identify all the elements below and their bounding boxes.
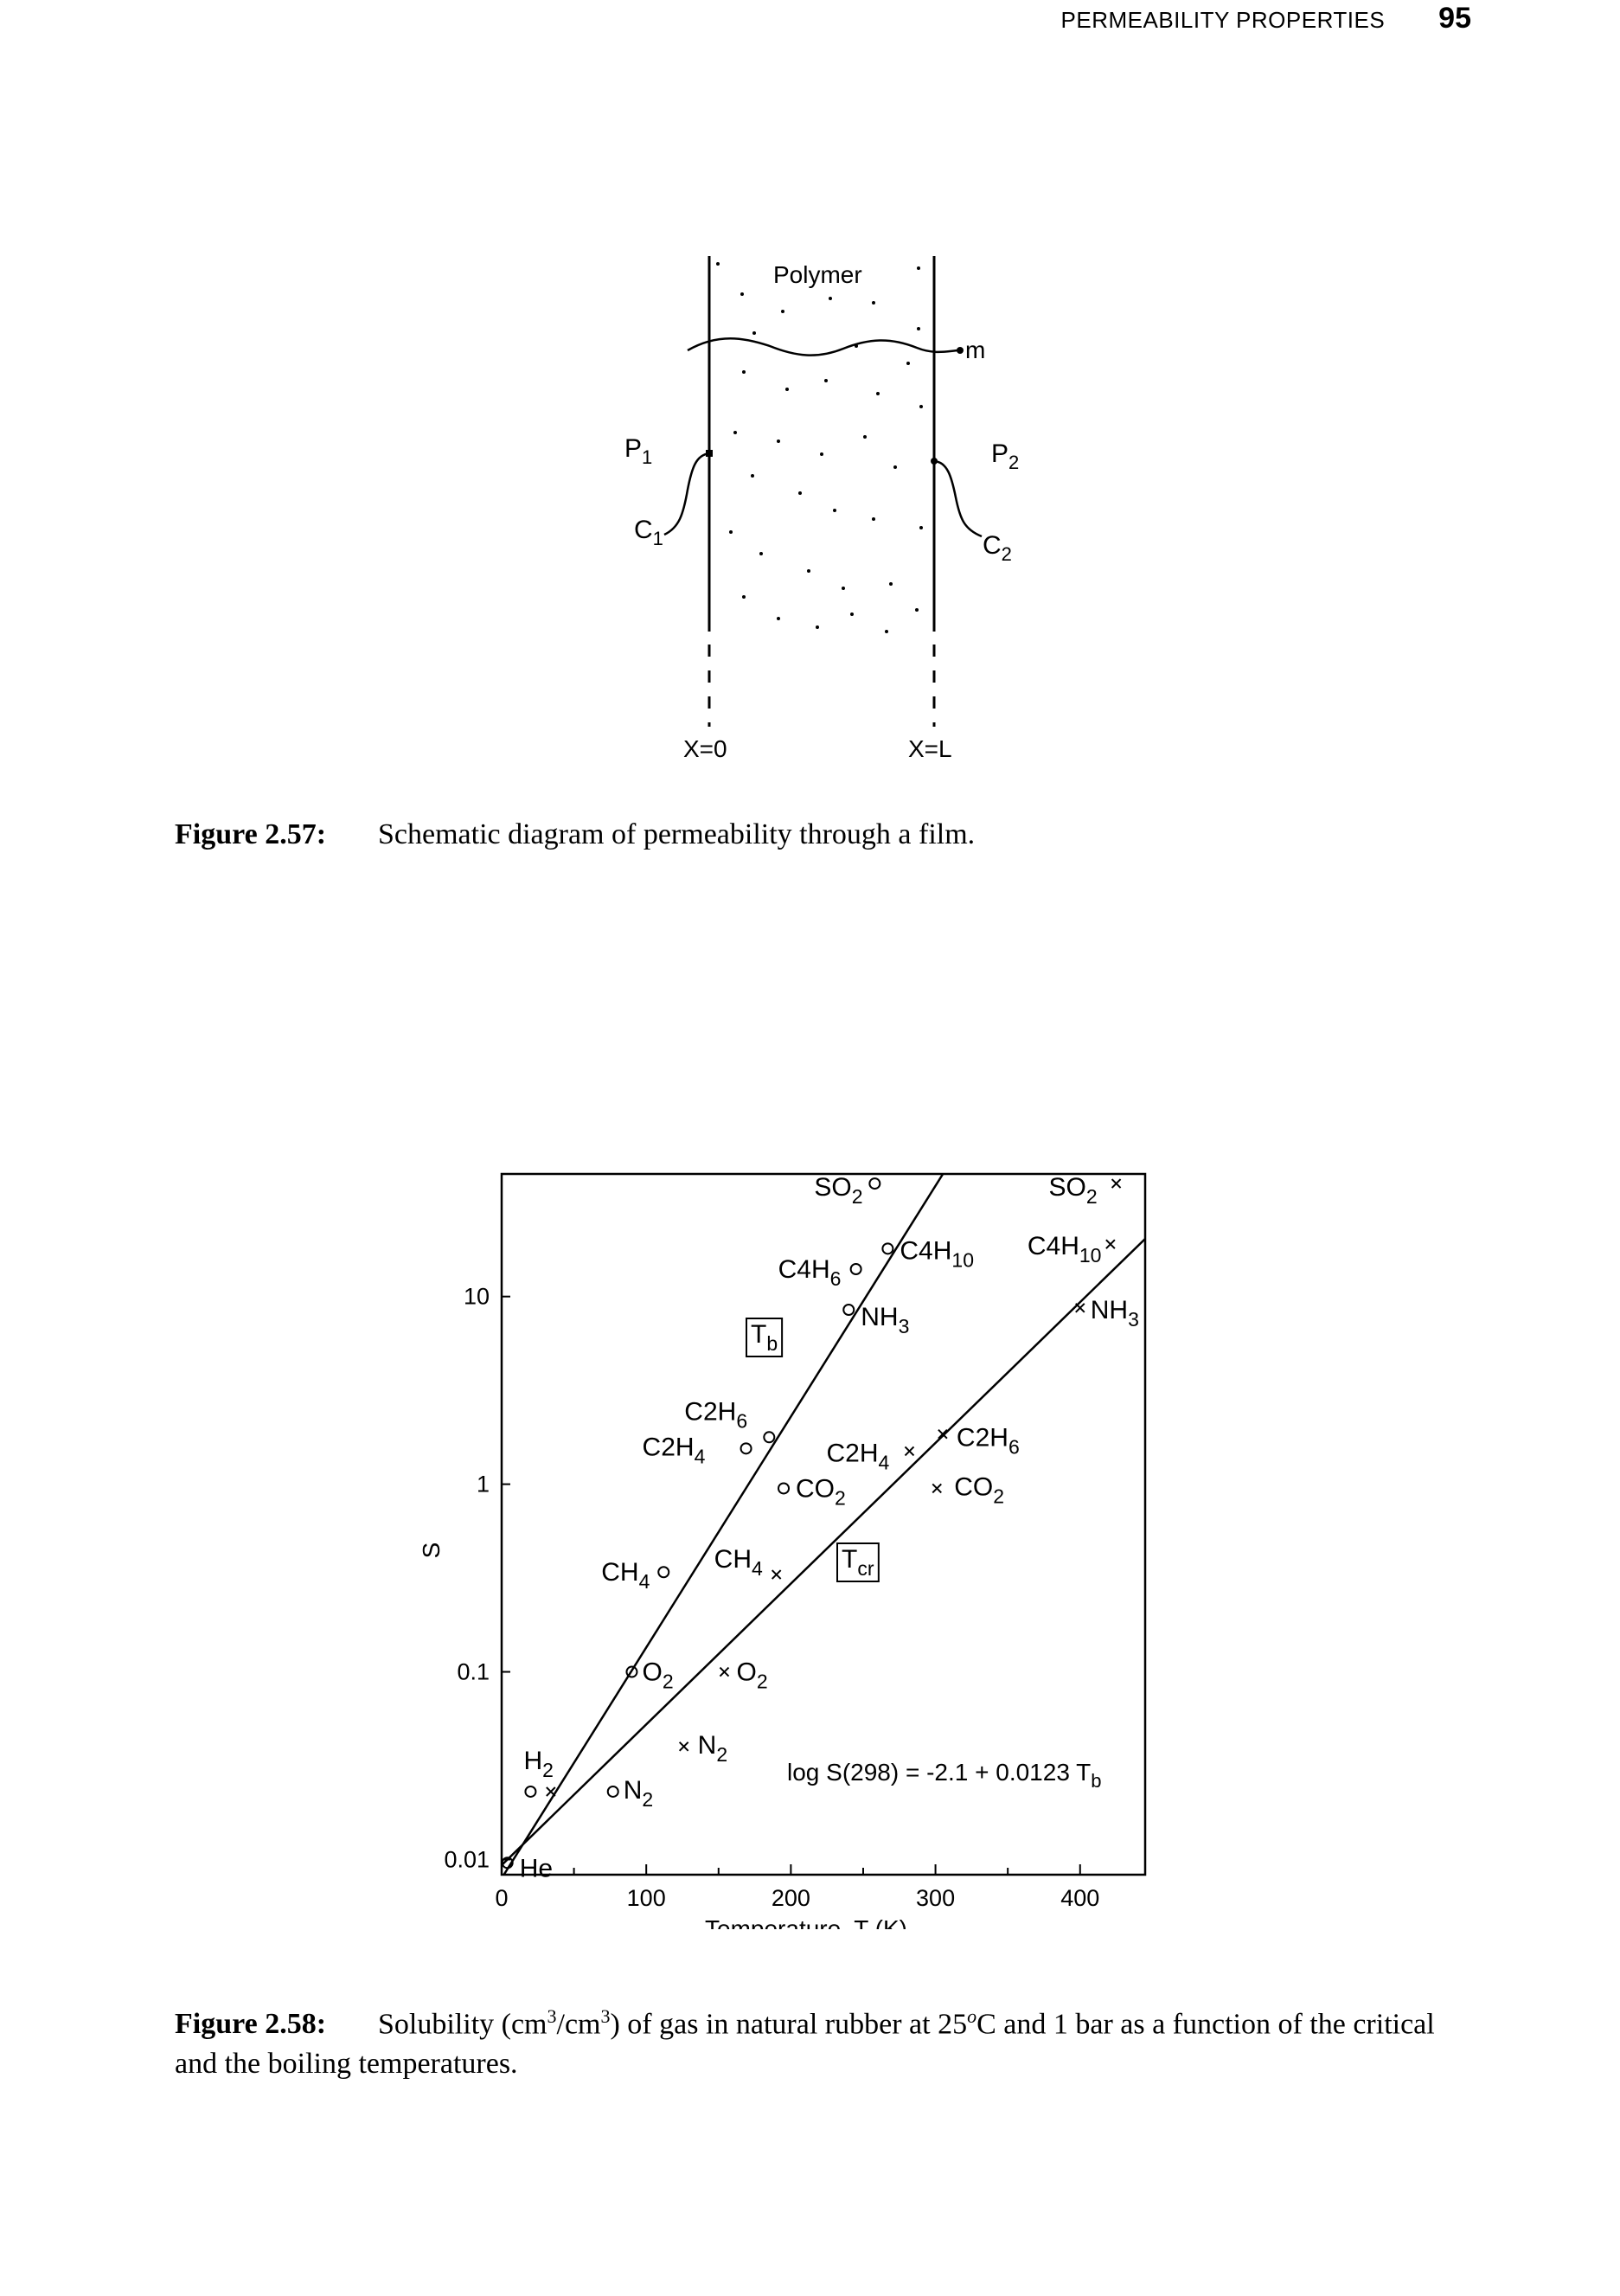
figure-2-58-caption-text-3: ) of gas in natural rubber at 25	[610, 2008, 968, 2041]
membrane-point-m	[957, 347, 964, 354]
line-label-tcr-box	[836, 1542, 880, 1582]
point-circle-co2	[778, 1482, 791, 1495]
point-cross-ch4	[771, 1569, 782, 1580]
point-label-ch4: CH4	[601, 1558, 650, 1593]
fit-line-tcr	[502, 1238, 1145, 1866]
point-cross-n2	[678, 1741, 689, 1752]
figure-2-57-diagram: m Polymer P1 P2 C1 C2 X=0 X=L	[624, 256, 1019, 762]
figure-2-58-caption-text-2: /cm	[556, 2008, 601, 2041]
x-tick-label: 300	[916, 1885, 955, 1911]
y-tick-label: 0.1	[457, 1659, 490, 1685]
point-p1	[706, 450, 713, 457]
x-tick-label: 200	[772, 1885, 810, 1911]
figure-2-58-caption-text-1: Solubility (cm	[378, 2008, 547, 2041]
point-cross-nh3	[1075, 1303, 1085, 1313]
figure-2-58-caption: Figure 2.58:Solubility (cm3/cm3) of gas …	[175, 1997, 1472, 2084]
point-label-o2: O2	[642, 1658, 673, 1693]
point-label-cross-ch4: CH4	[714, 1545, 763, 1580]
label-p2: P2	[991, 439, 1019, 473]
point-circle-c2h4	[740, 1442, 752, 1455]
point-cross-h2	[546, 1786, 556, 1797]
point-label-c2h6: C2H6	[684, 1397, 747, 1432]
label-xl: X=L	[908, 735, 952, 762]
point-cross-co2	[932, 1483, 942, 1494]
figure-2-57-caption-label: Figure 2.57:	[175, 818, 327, 850]
y-tick-label: 0.01	[444, 1846, 490, 1872]
label-x0: X=0	[683, 735, 727, 762]
point-p2	[931, 458, 938, 465]
running-head: PERMEABILITY PROPERTIES 95	[1061, 2, 1471, 36]
line-label-tb: Tb	[751, 1320, 778, 1355]
membrane-wavy-line	[687, 337, 959, 356]
point-label-he: He	[520, 1854, 553, 1882]
point-label-cross-c4h10: C4H10	[1028, 1232, 1102, 1267]
x-axis-label: Temperature, T (K)	[705, 1915, 907, 1929]
point-label-cross-nh3: NH3	[1091, 1296, 1139, 1331]
figure-2-57-caption: Figure 2.57: Schematic diagram of permeab…	[175, 815, 975, 855]
point-circle-n2	[606, 1785, 619, 1798]
point-cross-so2	[1111, 1178, 1122, 1189]
x-tick-label: 100	[627, 1885, 666, 1911]
point-cross-c2h6	[938, 1428, 948, 1440]
point-label-c2h4: C2H4	[643, 1433, 706, 1467]
point-cross-c4h10	[1105, 1239, 1116, 1249]
point-label-cross-so2: SO2	[1049, 1173, 1098, 1208]
point-label-cross-co2: CO2	[954, 1472, 1004, 1507]
label-p1: P1	[624, 434, 652, 468]
point-circle-he	[501, 1857, 514, 1870]
point-cross-o2	[719, 1666, 730, 1677]
fit-equation-annotation: log S(298) = -2.1 + 0.0123 Tb	[787, 1759, 1102, 1792]
label-polymer: Polymer	[773, 261, 862, 288]
point-label-cross-c2h6: C2H6	[957, 1424, 1020, 1459]
label-c1: C1	[634, 516, 663, 549]
figure-2-57-caption-text: Schematic diagram of permeability throug…	[378, 818, 976, 850]
curve-c2	[933, 459, 983, 538]
curve-c1	[663, 452, 710, 536]
point-label-co2: CO2	[796, 1474, 846, 1509]
line-label-tcr: Tcr	[842, 1545, 874, 1580]
y-axis-label: S	[418, 1542, 445, 1559]
figure-2-58-caption-text-4: C and 1 bar as a function of the critica…	[175, 2008, 1435, 2081]
point-circle-c2h6	[763, 1431, 776, 1444]
point-label-c4h6: C4H6	[778, 1255, 842, 1290]
point-label-n2: N2	[624, 1776, 653, 1811]
running-title: PERMEABILITY PROPERTIES	[1060, 7, 1386, 33]
point-circle-o2	[625, 1665, 638, 1678]
point-circle-c4h10	[881, 1242, 894, 1255]
label-c2: C2	[983, 531, 1012, 565]
point-label-cross-c2h4: C2H4	[826, 1439, 889, 1473]
plot-frame	[500, 1172, 1147, 1876]
caption-sup-1: 3	[547, 2005, 557, 2027]
point-label-nh3: NH3	[861, 1303, 909, 1337]
point-circle-ch4	[657, 1566, 670, 1579]
y-tick-label: 1	[477, 1472, 490, 1498]
page-number: 95	[1438, 2, 1471, 35]
x-tick-label: 400	[1060, 1885, 1099, 1911]
caption-sup-3: o	[967, 2005, 977, 2027]
point-label-h2: H2	[523, 1747, 553, 1781]
line-label-tb-box	[746, 1318, 784, 1357]
caption-sup-2: 3	[600, 2005, 611, 2027]
point-label-cross-n2: N2	[698, 1731, 727, 1766]
point-circle-h2	[524, 1785, 537, 1798]
point-label-cross-o2: O2	[736, 1658, 767, 1693]
point-circle-so2	[868, 1177, 881, 1190]
point-label-so2: SO2	[814, 1173, 862, 1208]
point-label-c4h10: C4H10	[900, 1236, 974, 1271]
label-m: m	[965, 337, 985, 363]
point-circle-c4h6	[849, 1262, 862, 1275]
fit-line-tb	[503, 1174, 944, 1875]
polymer-dots	[716, 262, 923, 633]
x-tick-label: 0	[495, 1885, 508, 1911]
y-tick-label: 10	[464, 1284, 490, 1310]
point-cross-c2h4	[904, 1446, 915, 1457]
figure-2-58-caption-label: Figure 2.58:	[175, 2008, 327, 2041]
point-circle-nh3	[842, 1304, 855, 1317]
